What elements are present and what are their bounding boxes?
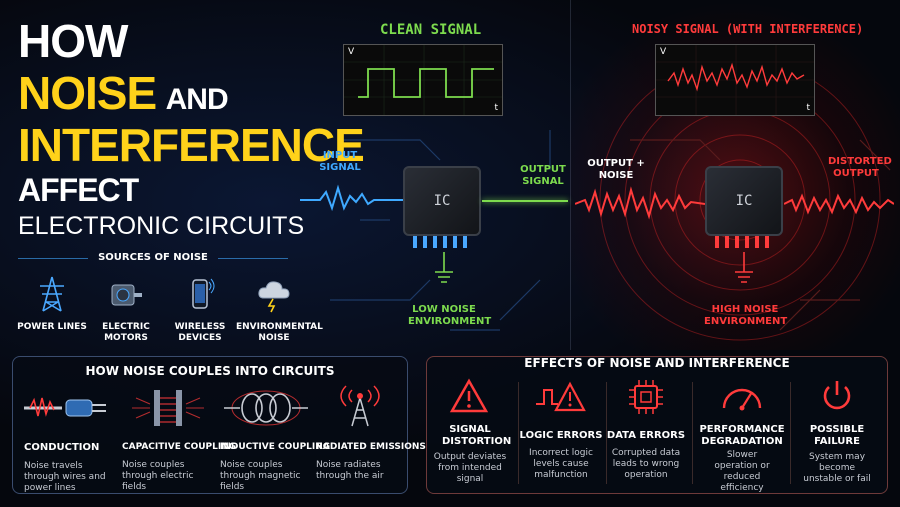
effect-desc: System may become unstable or fail	[803, 452, 871, 484]
coupling-heading: HOW NOISE COUPLES INTO CIRCUITS	[85, 364, 335, 378]
effect-title: PERFORMANCE DEGRADATION	[699, 424, 785, 447]
coupling-title: RADIATED EMISSIONS	[316, 442, 426, 452]
coupling-desc: Noise couples through electric fields	[122, 460, 194, 492]
noisy-ground-icon	[735, 252, 753, 283]
clean-ic-chip: IC	[403, 166, 481, 236]
coupling-panel	[12, 356, 408, 494]
effects-divider-2	[606, 382, 607, 484]
noisy-axis-v: V	[660, 47, 667, 57]
radiated-emissions-icon	[340, 385, 380, 427]
source-label: POWER LINES	[17, 322, 87, 332]
storm-cloud-icon	[258, 281, 290, 313]
clean-axis-v: V	[348, 47, 355, 57]
noisy-input-label: OUTPUT + NOISE	[587, 158, 645, 181]
sources-divider-right	[218, 258, 288, 259]
source-wireless-devices: WIRELESS DEVICES	[162, 274, 238, 344]
noisy-output-label: DISTORTED OUTPUT	[828, 156, 892, 179]
effect-desc: Corrupted data leads to wrong operation	[611, 448, 681, 480]
source-label: WIRELESS DEVICES	[174, 322, 226, 343]
coupling-desc: Noise couples through magnetic fields	[220, 460, 301, 492]
title-line-1: HOW	[18, 15, 128, 67]
coupling-title: INDUCTIVE COUPLING	[220, 442, 331, 452]
title-line-4: AFFECT	[18, 172, 139, 208]
noisy-output-wave	[784, 193, 894, 215]
coupling-item-inductive: INDUCTIVE COUPLING Noise couples through…	[220, 442, 331, 493]
clean-env-label: LOW NOISE ENVIRONMENT	[408, 304, 492, 327]
source-label: ELECTRIC MOTORS	[102, 322, 150, 343]
warning-triangle-icon	[449, 378, 489, 413]
coupling-item-conduction: CONDUCTION Noise travels through wires a…	[24, 442, 116, 494]
effects-divider-3	[692, 382, 693, 484]
panel-divider	[570, 0, 571, 350]
effect-data-errors: DATA ERRORS Corrupted data leads to wron…	[598, 430, 694, 481]
source-environmental-noise: ENVIRONMENTAL NOISE	[236, 274, 323, 344]
effect-title: DATA ERRORS	[606, 430, 686, 441]
title-line-2: NOISE AND	[18, 67, 229, 119]
motor-icon	[111, 284, 142, 306]
coupling-desc: Noise travels through wires and power li…	[24, 461, 106, 493]
effect-performance-degradation: PERFORMANCE DEGRADATION Slower operation…	[694, 424, 790, 494]
logic-error-icon	[536, 381, 586, 412]
effects-divider-4	[790, 382, 791, 484]
effect-desc: Output deviates from intended signal	[433, 452, 507, 484]
noise-rings	[599, 59, 881, 341]
coupling-item-capacitive: CAPACITIVE COUPLING Noise couples throug…	[122, 442, 237, 493]
effect-title: LOGIC ERRORS	[519, 430, 603, 441]
source-power-lines: POWER LINES	[14, 274, 90, 333]
effect-possible-failure: POSSIBLE FAILURE System may become unsta…	[789, 424, 885, 485]
effect-desc: Slower operation or reduced efficiency	[714, 450, 770, 493]
effect-desc: Incorrect logic levels cause malfunction	[529, 448, 593, 480]
power-tower-icon	[40, 276, 64, 312]
effects-panel	[426, 356, 888, 494]
sources-heading: SOURCES OF NOISE	[98, 252, 208, 263]
clean-input-wave	[300, 184, 410, 212]
clean-output-label: OUTPUT SIGNAL	[520, 164, 566, 187]
source-label: ENVIRONMENTAL NOISE	[236, 322, 323, 343]
effect-title: POSSIBLE FAILURE	[809, 424, 865, 447]
sources-divider-left	[18, 258, 88, 259]
clean-oscilloscope: V t	[343, 44, 503, 116]
coupling-title: CONDUCTION	[24, 442, 100, 453]
noisy-oscilloscope: V t	[655, 44, 815, 116]
phone-icon	[192, 278, 215, 309]
coupling-title: CAPACITIVE COUPLING	[122, 442, 237, 452]
title-noise: NOISE	[18, 67, 157, 119]
title-line-5: ELECTRONIC CIRCUITS	[18, 212, 305, 240]
source-electric-motors: ELECTRIC MOTORS	[88, 274, 164, 344]
clean-waveform	[344, 45, 502, 115]
clean-ground-icon	[435, 252, 453, 283]
data-error-chip-icon	[629, 380, 663, 414]
clean-signal-heading: CLEAN SIGNAL	[380, 22, 482, 38]
effects-heading: EFFECTS OF NOISE AND INTERFERENCE	[524, 356, 790, 370]
title-and: AND	[165, 83, 229, 116]
clean-input-label: INPUT SIGNAL	[319, 150, 361, 173]
effects-divider-1	[518, 382, 519, 484]
circuit-traces	[330, 130, 891, 331]
clean-axis-t: t	[494, 103, 498, 113]
effect-title: SIGNAL DISTORTION	[442, 424, 512, 447]
power-icon	[823, 381, 851, 410]
title-line-3: INTERFERENCE	[18, 119, 365, 171]
noisy-axis-t: t	[806, 103, 810, 113]
coupling-item-radiated: RADIATED EMISSIONS Noise radiates throug…	[316, 442, 426, 482]
noisy-waveform	[656, 45, 814, 115]
effect-logic-errors: LOGIC ERRORS Incorrect logic levels caus…	[513, 430, 609, 481]
effect-signal-distortion: SIGNAL DISTORTION Output deviates from i…	[422, 424, 518, 485]
clean-output-line	[482, 200, 568, 202]
noisy-env-label: HIGH NOISE ENVIRONMENT	[704, 304, 788, 327]
noisy-signal-heading: NOISY SIGNAL (WITH INTERFERENCE)	[632, 22, 864, 36]
clean-chip-pins	[413, 236, 467, 248]
gauge-icon	[722, 388, 762, 411]
noisy-ic-chip: IC	[705, 166, 783, 236]
noisy-chip-pins	[715, 236, 769, 248]
inductive-coupling-icon	[224, 390, 308, 426]
conduction-icon	[24, 397, 106, 417]
coupling-desc: Noise radiates through the air	[316, 460, 384, 481]
capacitive-coupling-icon	[132, 390, 204, 426]
noisy-input-wave	[575, 186, 705, 220]
